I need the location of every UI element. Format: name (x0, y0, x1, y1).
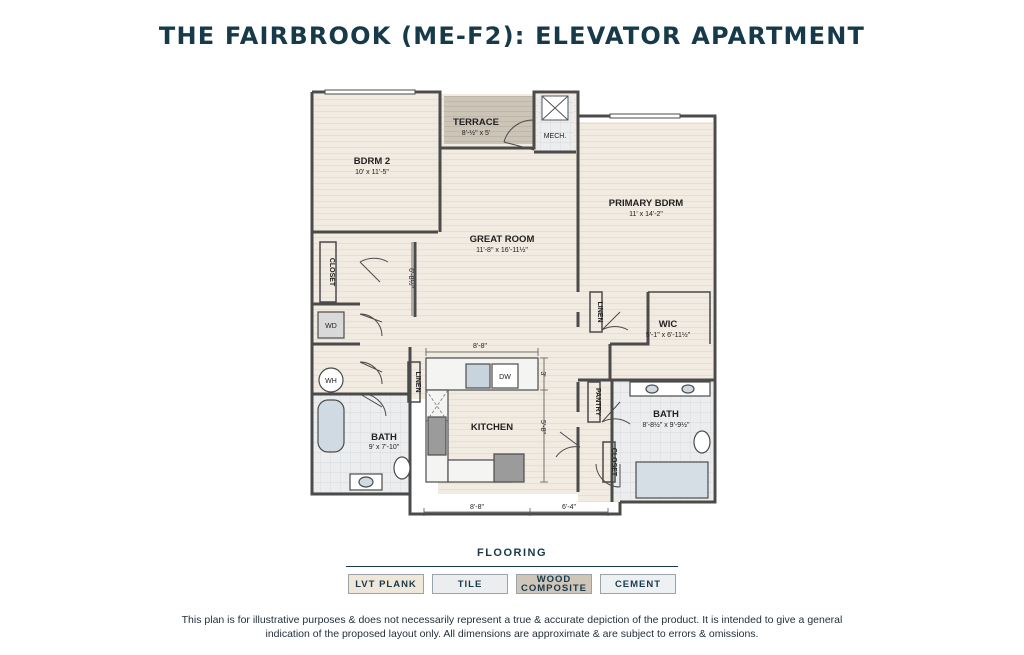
laundry-units (317, 311, 345, 393)
terrace-label: TERRACE (453, 117, 499, 128)
counter-depth-dim: 3' (539, 371, 546, 376)
legend-cement: CEMENT (600, 574, 676, 594)
kitchen-counters (425, 357, 539, 483)
dimension-lines (411, 242, 609, 516)
primary-dims: 11' x 14'-2" (629, 211, 663, 218)
terrace-dims: 8'-½" x 5' (462, 129, 491, 137)
legend-wood-composite: WOOD COMPOSITE (516, 574, 592, 594)
great-room-dims: 11'-8" x 16'-11½" (476, 246, 528, 254)
flooring-legend: LVT PLANK TILE WOOD COMPOSITE CEMENT (0, 574, 1024, 594)
bottom-left-dim: 8'-8" (470, 504, 484, 511)
bath1-label: BATH (371, 432, 397, 443)
linen-label-2: LINEN (414, 372, 421, 393)
legend-lvt-plank: LVT PLANK (348, 574, 424, 594)
toilet-icon-2 (693, 430, 711, 454)
fridge-icon (493, 453, 525, 483)
bdrm2-dims: 10' x 11'-5" (355, 169, 389, 176)
kitchen-label: KITCHEN (471, 422, 513, 433)
bottom-right-dim: 6'-4" (562, 504, 576, 511)
flooring-title: FLOORING (476, 547, 548, 559)
floor-plan: TERRACE 8'-½" x 5' MECH. BDRM 2 10' x 11… (310, 89, 717, 516)
great-room-label: GREAT ROOM (470, 234, 535, 245)
bath2-fixtures (629, 381, 711, 499)
bath1-dims: 9' x 7'-10" (369, 444, 400, 451)
counter-width-dim: 8'-8" (473, 343, 487, 350)
wic-dims: 5'-1" x 6'-11½" (646, 331, 691, 339)
bath1-fixtures (317, 399, 411, 491)
shower-icon (635, 461, 709, 499)
wh-label: WH (325, 378, 337, 385)
bath2-dims: 8'-8½" x 9'-9½" (643, 421, 690, 429)
tub-icon (317, 399, 345, 453)
hall-height-dim: 6'-8½" (407, 268, 415, 288)
linen-label-1: LINEN (596, 302, 603, 323)
closet-label-1: CLOSET (328, 258, 335, 287)
mech-label: MECH. (544, 133, 567, 140)
primary-label: PRIMARY BDRM (609, 198, 684, 209)
dishwasher-icon (491, 363, 519, 389)
water-heater-icon (318, 367, 344, 393)
page-title: THE FAIRBROOK (ME-F2): ELEVATOR APARTMEN… (158, 22, 866, 50)
wic-label: WIC (659, 319, 678, 330)
legend-tile: TILE (432, 574, 508, 594)
closet-label-2: CLOSET (610, 448, 617, 477)
sink-icon (465, 363, 491, 389)
bdrm2-label: BDRM 2 (354, 156, 390, 167)
disclaimer: This plan is for illustrative purposes &… (181, 614, 843, 640)
range-icon (427, 416, 447, 456)
dw-label: DW (499, 374, 511, 381)
windows (324, 89, 681, 119)
toilet-icon (393, 456, 411, 480)
doors (359, 119, 631, 488)
wd-label: WD (325, 323, 337, 330)
bath2-label: BATH (653, 409, 679, 420)
mech-unit (541, 95, 569, 121)
flooring-divider (346, 566, 678, 567)
terrace-floor (444, 96, 534, 144)
kitchen-depth-dim: 5'-8" (539, 420, 546, 434)
pantry-label: PANTRY (594, 388, 601, 416)
washer-dryer-icon (317, 311, 345, 339)
